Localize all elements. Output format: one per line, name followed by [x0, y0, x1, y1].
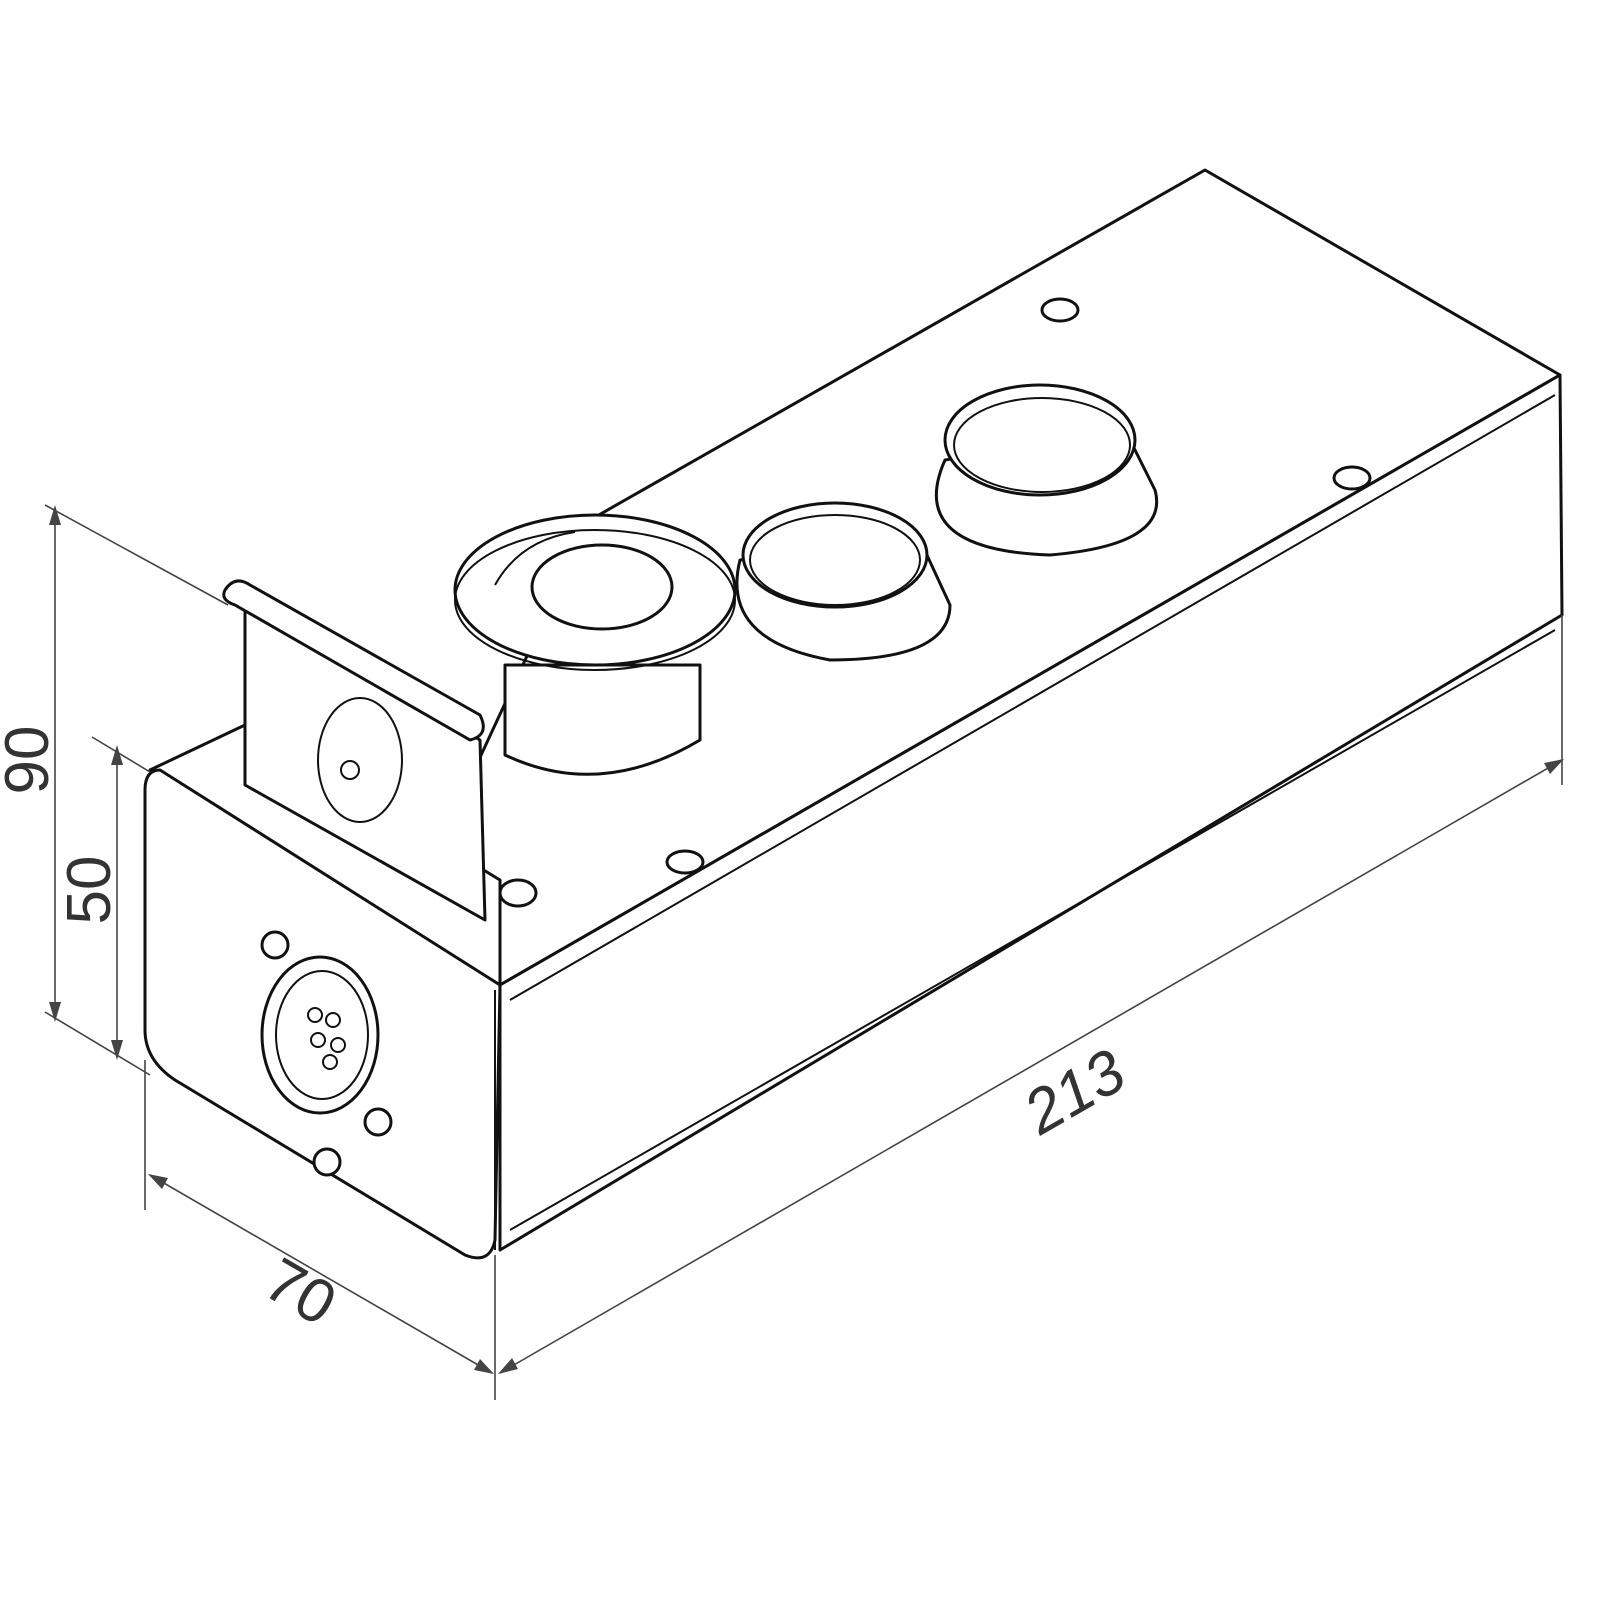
push-button-2 — [934, 383, 1159, 557]
hinged-flap — [222, 579, 487, 922]
xlr-connector — [260, 955, 380, 1115]
enclosure-body — [143, 168, 1564, 1260]
screw-icon — [498, 878, 538, 908]
dimension-height-total: 90 — [0, 726, 62, 795]
push-button-1 — [735, 501, 952, 662]
screw-icon — [363, 1107, 393, 1137]
screw-icon — [665, 849, 705, 875]
screw-icon — [1040, 297, 1080, 323]
flap-hole — [317, 697, 403, 823]
screw-icon — [312, 1147, 342, 1177]
dimension-depth: 70 — [253, 1245, 347, 1339]
dimension-lines — [44, 504, 1564, 1400]
emergency-stop-button — [453, 513, 737, 776]
screws — [260, 297, 1372, 1177]
screw-icon — [1332, 465, 1372, 491]
rotation-arrow-icon — [494, 531, 576, 586]
dimension-length: 213 — [1012, 1037, 1137, 1149]
dimension-height-front: 50 — [55, 856, 124, 925]
screw-icon — [260, 930, 290, 960]
